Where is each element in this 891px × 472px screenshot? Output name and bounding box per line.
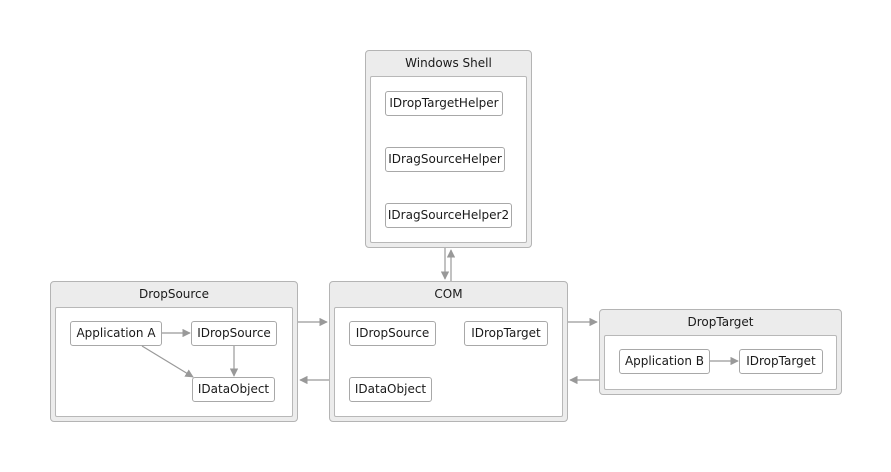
com-title: COM: [434, 287, 463, 301]
windows-shell-title: Windows Shell: [405, 56, 492, 70]
drop-target-title: DropTarget: [687, 315, 754, 329]
node-com-idropsource[interactable]: IDropSource: [349, 321, 436, 346]
node-ds-idropsource[interactable]: IDropSource: [191, 321, 277, 346]
node-idragsourcehelper[interactable]: IDragSourceHelper: [385, 147, 505, 172]
node-dt-idroptarget[interactable]: IDropTarget: [739, 349, 823, 374]
node-application-b[interactable]: Application B: [619, 349, 710, 374]
node-com-idataobject[interactable]: IDataObject: [349, 377, 432, 402]
node-ds-idataobject[interactable]: IDataObject: [192, 377, 275, 402]
node-com-idroptarget[interactable]: IDropTarget: [464, 321, 548, 346]
node-idragsourcehelper2[interactable]: IDragSourceHelper2: [385, 203, 512, 228]
node-idroptargethelper[interactable]: IDropTargetHelper: [385, 91, 503, 116]
node-application-a[interactable]: Application A: [70, 321, 162, 346]
drop-source-title: DropSource: [138, 287, 210, 301]
